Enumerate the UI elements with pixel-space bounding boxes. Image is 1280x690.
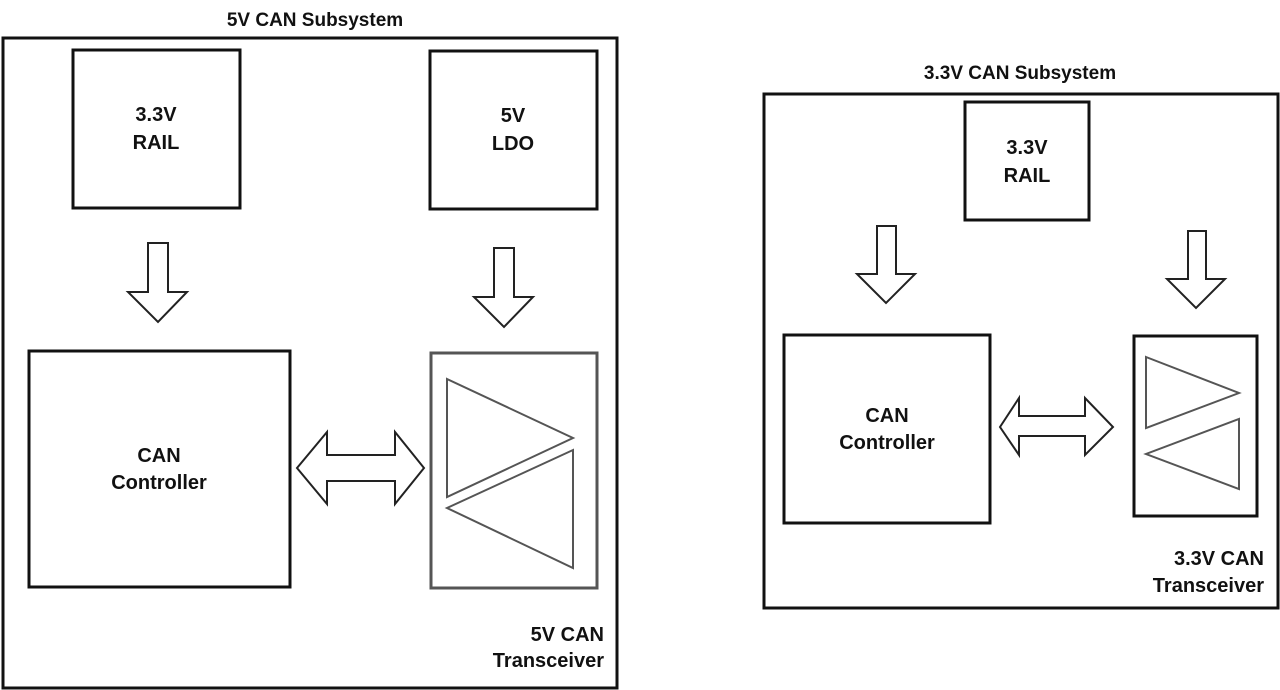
subsystem-3v3: 3.3V CAN Subsystem 3.3V RAIL CAN Control… — [762, 63, 1280, 610]
can-controller-label-line1: CAN — [865, 405, 908, 427]
subsystem-3v3-title: 3.3V CAN Subsystem — [924, 63, 1116, 84]
rail-3v3-block: 3.3V RAIL — [963, 100, 1091, 222]
ldo-5v-label-line2: LDO — [492, 133, 534, 155]
can-controller-box — [27, 349, 292, 589]
receiver-triangle-icon — [1143, 417, 1240, 491]
can-controller-block: CAN Controller — [27, 349, 292, 589]
can-controller-label-line2: Controller — [839, 432, 935, 454]
bidirectional-arrow-icon — [295, 429, 426, 507]
transceiver-3v3-label-line2: Transceiver — [1153, 575, 1264, 597]
transceiver-5v-label-line1: 5V CAN — [531, 624, 604, 646]
rail-3v3-block: 3.3V RAIL — [71, 48, 242, 210]
receiver-triangle-icon — [444, 448, 574, 570]
power-arrow-down-icon — [125, 242, 190, 324]
ldo-5v-box — [428, 49, 599, 211]
rail-3v3-label-line2: RAIL — [1004, 165, 1051, 187]
can-controller-label-line2: Controller — [111, 472, 207, 494]
driver-triangle-icon — [1145, 355, 1242, 430]
subsystem-5v: 5V CAN Subsystem 3.3V RAIL 5V LDO CAN Co… — [1, 10, 619, 690]
power-arrow-down-icon — [1164, 230, 1228, 310]
rail-3v3-label-line2: RAIL — [133, 132, 180, 154]
subsystem-5v-title: 5V CAN Subsystem — [227, 10, 403, 31]
transceiver-3v3-label-line1: 3.3V CAN — [1174, 548, 1264, 570]
rail-3v3-box — [963, 100, 1091, 222]
power-arrow-down-icon — [854, 225, 918, 305]
bidirectional-arrow-icon — [998, 394, 1115, 459]
can-controller-label-line1: CAN — [137, 445, 180, 467]
can-controller-block: CAN Controller — [782, 333, 992, 525]
rail-3v3-box — [71, 48, 242, 210]
rail-3v3-label-line1: 3.3V — [1006, 137, 1048, 159]
ldo-5v-block: 5V LDO — [428, 49, 599, 211]
driver-triangle-icon — [446, 377, 576, 499]
power-arrow-down-icon — [471, 247, 536, 329]
transceiver-5v-label-line2: Transceiver — [493, 650, 604, 672]
ldo-5v-label-line1: 5V — [501, 105, 526, 127]
transceiver-3v3-block — [1132, 334, 1259, 518]
rail-3v3-label-line1: 3.3V — [135, 104, 177, 126]
transceiver-5v-block — [429, 351, 599, 590]
can-controller-box — [782, 333, 992, 525]
